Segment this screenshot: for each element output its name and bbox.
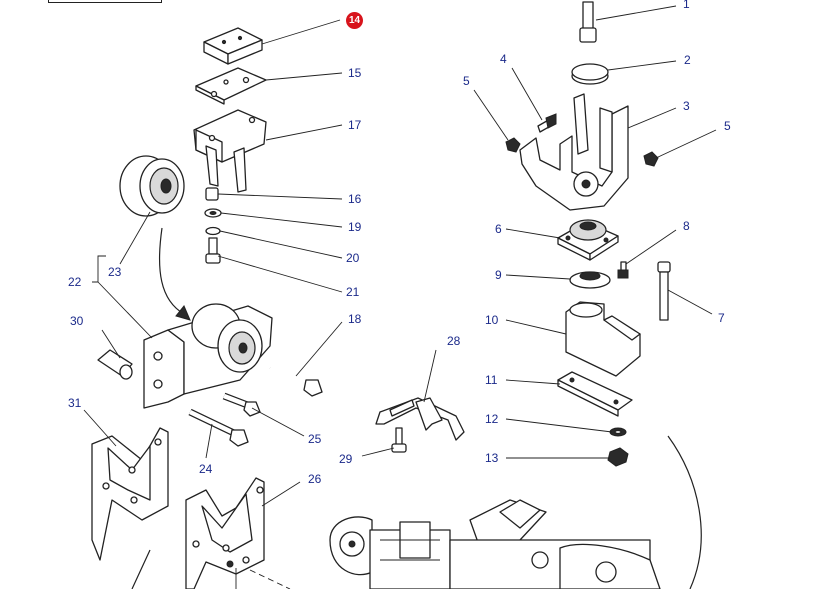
callout-5-left: 5 xyxy=(463,74,470,88)
part-8-bolt xyxy=(617,261,629,279)
part-22-bracket-assembly xyxy=(143,303,273,409)
callout-10: 10 xyxy=(485,313,499,327)
callout-6: 6 xyxy=(495,222,502,236)
callout-8: 8 xyxy=(683,219,690,233)
part-28-clip xyxy=(375,397,465,441)
callout-7: 7 xyxy=(718,311,725,325)
part-6-mount xyxy=(557,219,619,261)
callout-29: 29 xyxy=(339,452,353,466)
callout-25: 25 xyxy=(308,432,322,446)
part-17-bracket xyxy=(193,109,267,193)
part-10-mount-block xyxy=(565,301,641,377)
callout-14-highlight[interactable]: 14 xyxy=(346,12,363,29)
callout-12: 12 xyxy=(485,412,499,426)
callout-9: 9 xyxy=(495,268,502,282)
part-15-plate xyxy=(195,67,267,105)
callout-2: 2 xyxy=(684,53,691,67)
part-7-bolt xyxy=(657,261,671,321)
callout-19: 19 xyxy=(348,220,362,234)
callout-17: 17 xyxy=(348,118,362,132)
part-12-washer xyxy=(609,427,627,437)
callout-21: 21 xyxy=(346,285,360,299)
callout-26: 26 xyxy=(308,472,322,486)
leader-lines xyxy=(83,5,717,507)
part-31-bracket xyxy=(91,427,169,561)
callout-13: 13 xyxy=(485,451,499,465)
part-14-pad xyxy=(203,27,263,65)
part-5-nut-right xyxy=(643,151,659,167)
part-16-spacer xyxy=(205,187,219,201)
callout-31: 31 xyxy=(68,396,82,410)
callout-11: 11 xyxy=(485,373,498,387)
top-frame-edge xyxy=(48,0,162,3)
callout-16: 16 xyxy=(348,192,362,206)
part-11-plate xyxy=(557,371,633,417)
callout-3: 3 xyxy=(683,99,690,113)
callout-18: 18 xyxy=(348,312,362,326)
callout-22: 22 xyxy=(68,275,82,289)
callout-20: 20 xyxy=(346,251,360,265)
part-1-bolt xyxy=(579,1,597,43)
part-9-washer xyxy=(569,271,611,289)
callout-28: 28 xyxy=(447,334,461,348)
part-13-nut xyxy=(607,447,629,467)
callout-15: 15 xyxy=(348,66,362,80)
part-18-bolt xyxy=(269,365,323,397)
part-23-rubber-mount xyxy=(119,155,185,217)
part-26-bracket xyxy=(185,477,265,589)
callout-5-right: 5 xyxy=(724,119,731,133)
part-30-spacer xyxy=(97,349,133,380)
callout-24: 24 xyxy=(199,462,213,476)
part-29-bolt xyxy=(391,427,407,453)
part-24-bolt xyxy=(188,408,249,447)
part-3-bracket xyxy=(519,93,629,211)
part-20-washer xyxy=(205,226,221,236)
callout-30: 30 xyxy=(70,314,84,328)
axle-housing xyxy=(329,499,661,589)
part-25-bolt xyxy=(222,392,261,417)
callout-4: 4 xyxy=(500,52,507,66)
part-2-washer xyxy=(571,63,609,85)
part-21-bolt xyxy=(205,237,221,264)
callout-23: 23 xyxy=(108,265,122,279)
callout-1: 1 xyxy=(683,0,690,11)
part-5-nut-left xyxy=(505,137,521,153)
part-4-bolt xyxy=(537,113,557,133)
